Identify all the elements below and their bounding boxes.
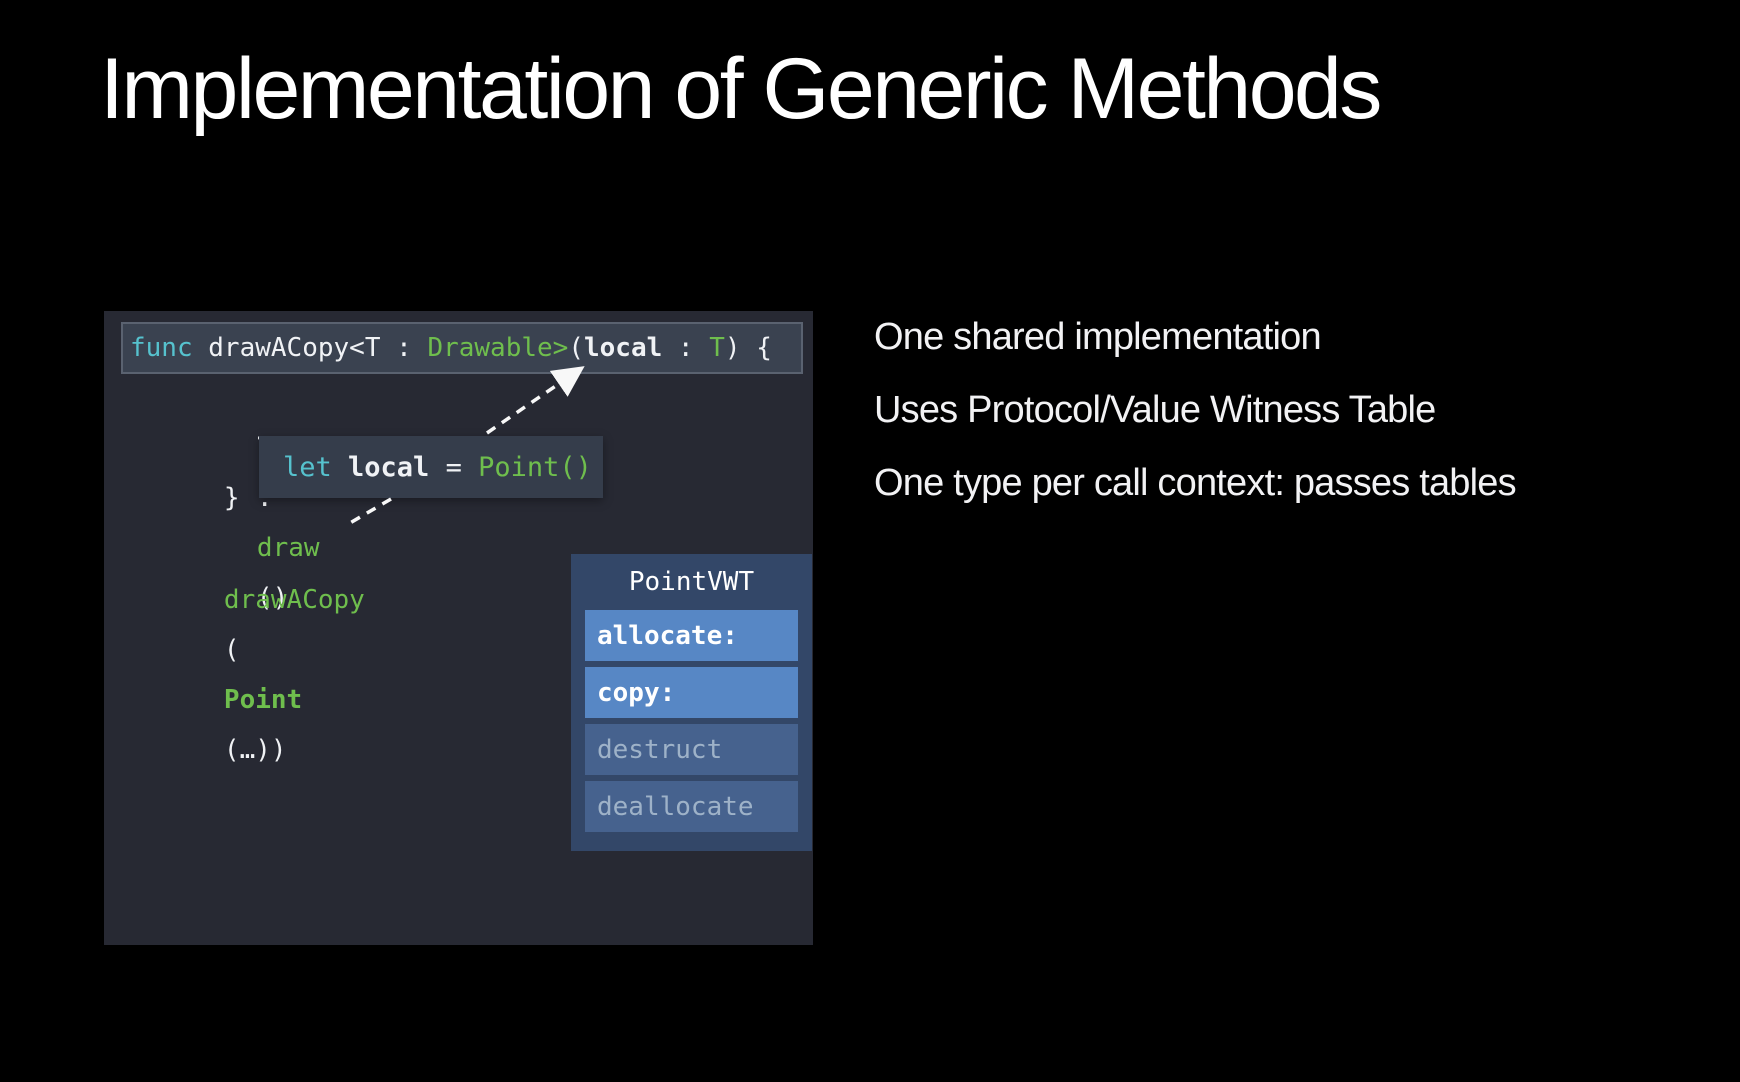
code-line-call: drawACopy ( Point (…))	[130, 525, 365, 765]
code-token-let: let	[283, 451, 349, 483]
dashed-line-to-call-icon	[349, 497, 392, 525]
code-token-callparen: (	[223, 635, 240, 665]
code-token-calltype: Point	[223, 685, 303, 715]
dashed-arrow-to-parameter-icon	[486, 366, 585, 435]
vwt-row-allocate: allocate:	[585, 610, 798, 661]
vwt-row-deallocate: deallocate	[585, 781, 798, 832]
code-token-paramtype: T	[709, 333, 725, 363]
bullet-item: Uses Protocol/Value Witness Table	[874, 389, 1436, 431]
vwt-table-title: PointVWT	[628, 567, 755, 597]
code-line-body: local . draw ()	[163, 373, 335, 613]
code-token-callargs: (…))	[223, 735, 287, 765]
code-token-paren: (	[568, 333, 584, 363]
code-token-protocol: Drawable>	[427, 333, 569, 363]
code-line-close: }	[130, 423, 240, 513]
vwt-row-destruct: destruct	[585, 724, 798, 775]
code-token-ctor: Point()	[478, 451, 592, 483]
bullet-list: One shared implementation Uses Protocol/…	[874, 301, 1517, 520]
code-token-brace: ) {	[724, 333, 772, 363]
bullet-item: One shared implementation	[874, 316, 1322, 358]
code-token-eq: =	[429, 451, 479, 483]
code-token-parens: ()	[256, 583, 289, 613]
callout-box: let local = Point()	[259, 436, 603, 498]
vwt-table: PointVWT allocate: copy: destruct deallo…	[571, 554, 812, 851]
bullet-item: One type per call context: passes tables	[874, 462, 1517, 504]
code-token-funcname: drawACopy<T :	[208, 333, 428, 363]
code-token-callfn: drawACopy	[223, 585, 365, 615]
vwt-row-label: allocate:	[597, 620, 738, 651]
code-token-param: local	[583, 333, 663, 363]
code-token-method: draw	[256, 533, 320, 563]
vwt-row-label: destruct	[597, 734, 723, 765]
code-token-keyword: func	[130, 333, 209, 363]
vwt-row-copy: copy:	[585, 667, 798, 718]
code-token-colon: :	[662, 333, 710, 363]
vwt-row-label: copy:	[597, 677, 676, 708]
highlighted-code-line: func drawACopy<T : Drawable> ( local : T…	[121, 322, 803, 374]
vwt-row-label: deallocate	[597, 791, 754, 822]
slide-title: Implementation of Generic Methods	[100, 41, 1382, 137]
code-token-var: local	[348, 451, 430, 483]
code-token-closebrace: }	[223, 483, 240, 513]
